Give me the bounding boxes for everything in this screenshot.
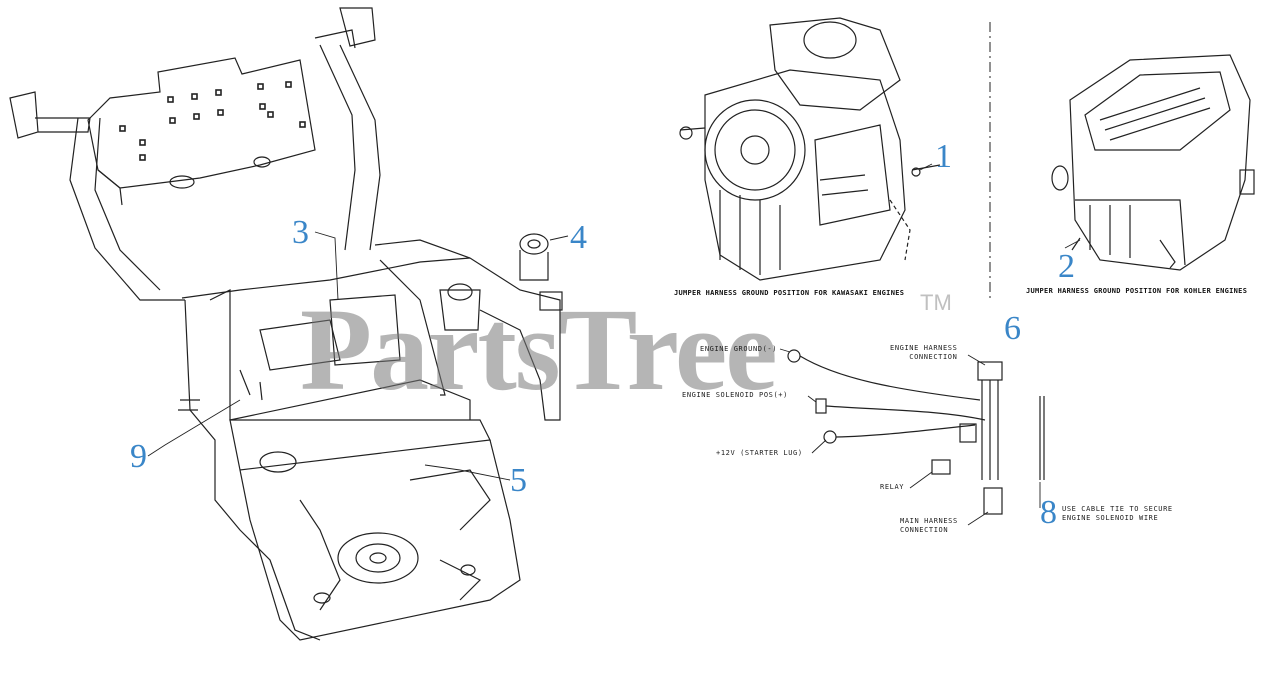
callout-8[interactable]: 8 — [1040, 494, 1057, 531]
callout-9[interactable]: 9 — [130, 438, 147, 475]
leader-lines — [147, 163, 1081, 526]
label-cable-tie-line2: ENGINE SOLENOID WIRE — [1062, 513, 1159, 522]
label-main-harness-line1: MAIN HARNESS — [900, 517, 958, 525]
label-engine-solenoid: ENGINE SOLENOID POS(+) — [682, 391, 788, 399]
label-cable-tie-line1: USE CABLE TIE TO SECURE — [1062, 505, 1173, 513]
label-relay: RELAY — [880, 483, 905, 491]
label-engine-harness: ENGINE HARNESS CONNECTION — [890, 344, 957, 362]
callout-3[interactable]: 3 — [292, 214, 309, 251]
trademark-symbol: TM — [920, 290, 952, 315]
key-switch-drawing — [519, 233, 563, 311]
callout-2[interactable]: 2 — [1058, 248, 1075, 285]
parts-tree-watermark: PartsTree — [300, 284, 778, 415]
callout-5[interactable]: 5 — [510, 462, 527, 499]
kohler-caption: JUMPER HARNESS GROUND POSITION FOR KOHLE… — [1026, 287, 1248, 295]
label-starter-lug: +12V (STARTER LUG) — [716, 449, 803, 457]
jumper-harness-drawing — [787, 349, 1045, 515]
kawasaki-engine-drawing — [679, 17, 941, 281]
kohler-engine-drawing — [1051, 54, 1255, 271]
label-main-harness: MAIN HARNESS CONNECTION — [900, 517, 958, 535]
label-main-harness-line2: CONNECTION — [900, 525, 949, 534]
callout-6[interactable]: 6 — [1004, 310, 1021, 347]
label-engine-harness-line1: ENGINE HARNESS — [890, 344, 958, 352]
callout-1[interactable]: 1 — [935, 138, 952, 175]
label-engine-ground: ENGINE GROUND(-) — [700, 345, 778, 353]
callout-4[interactable]: 4 — [570, 219, 587, 256]
label-engine-harness-line2: CONNECTION — [909, 352, 958, 361]
label-cable-tie: USE CABLE TIE TO SECURE ENGINE SOLENOID … — [1062, 505, 1173, 523]
kawasaki-caption: JUMPER HARNESS GROUND POSITION FOR KAWAS… — [674, 289, 905, 297]
mower-frame-drawing — [9, 7, 561, 641]
